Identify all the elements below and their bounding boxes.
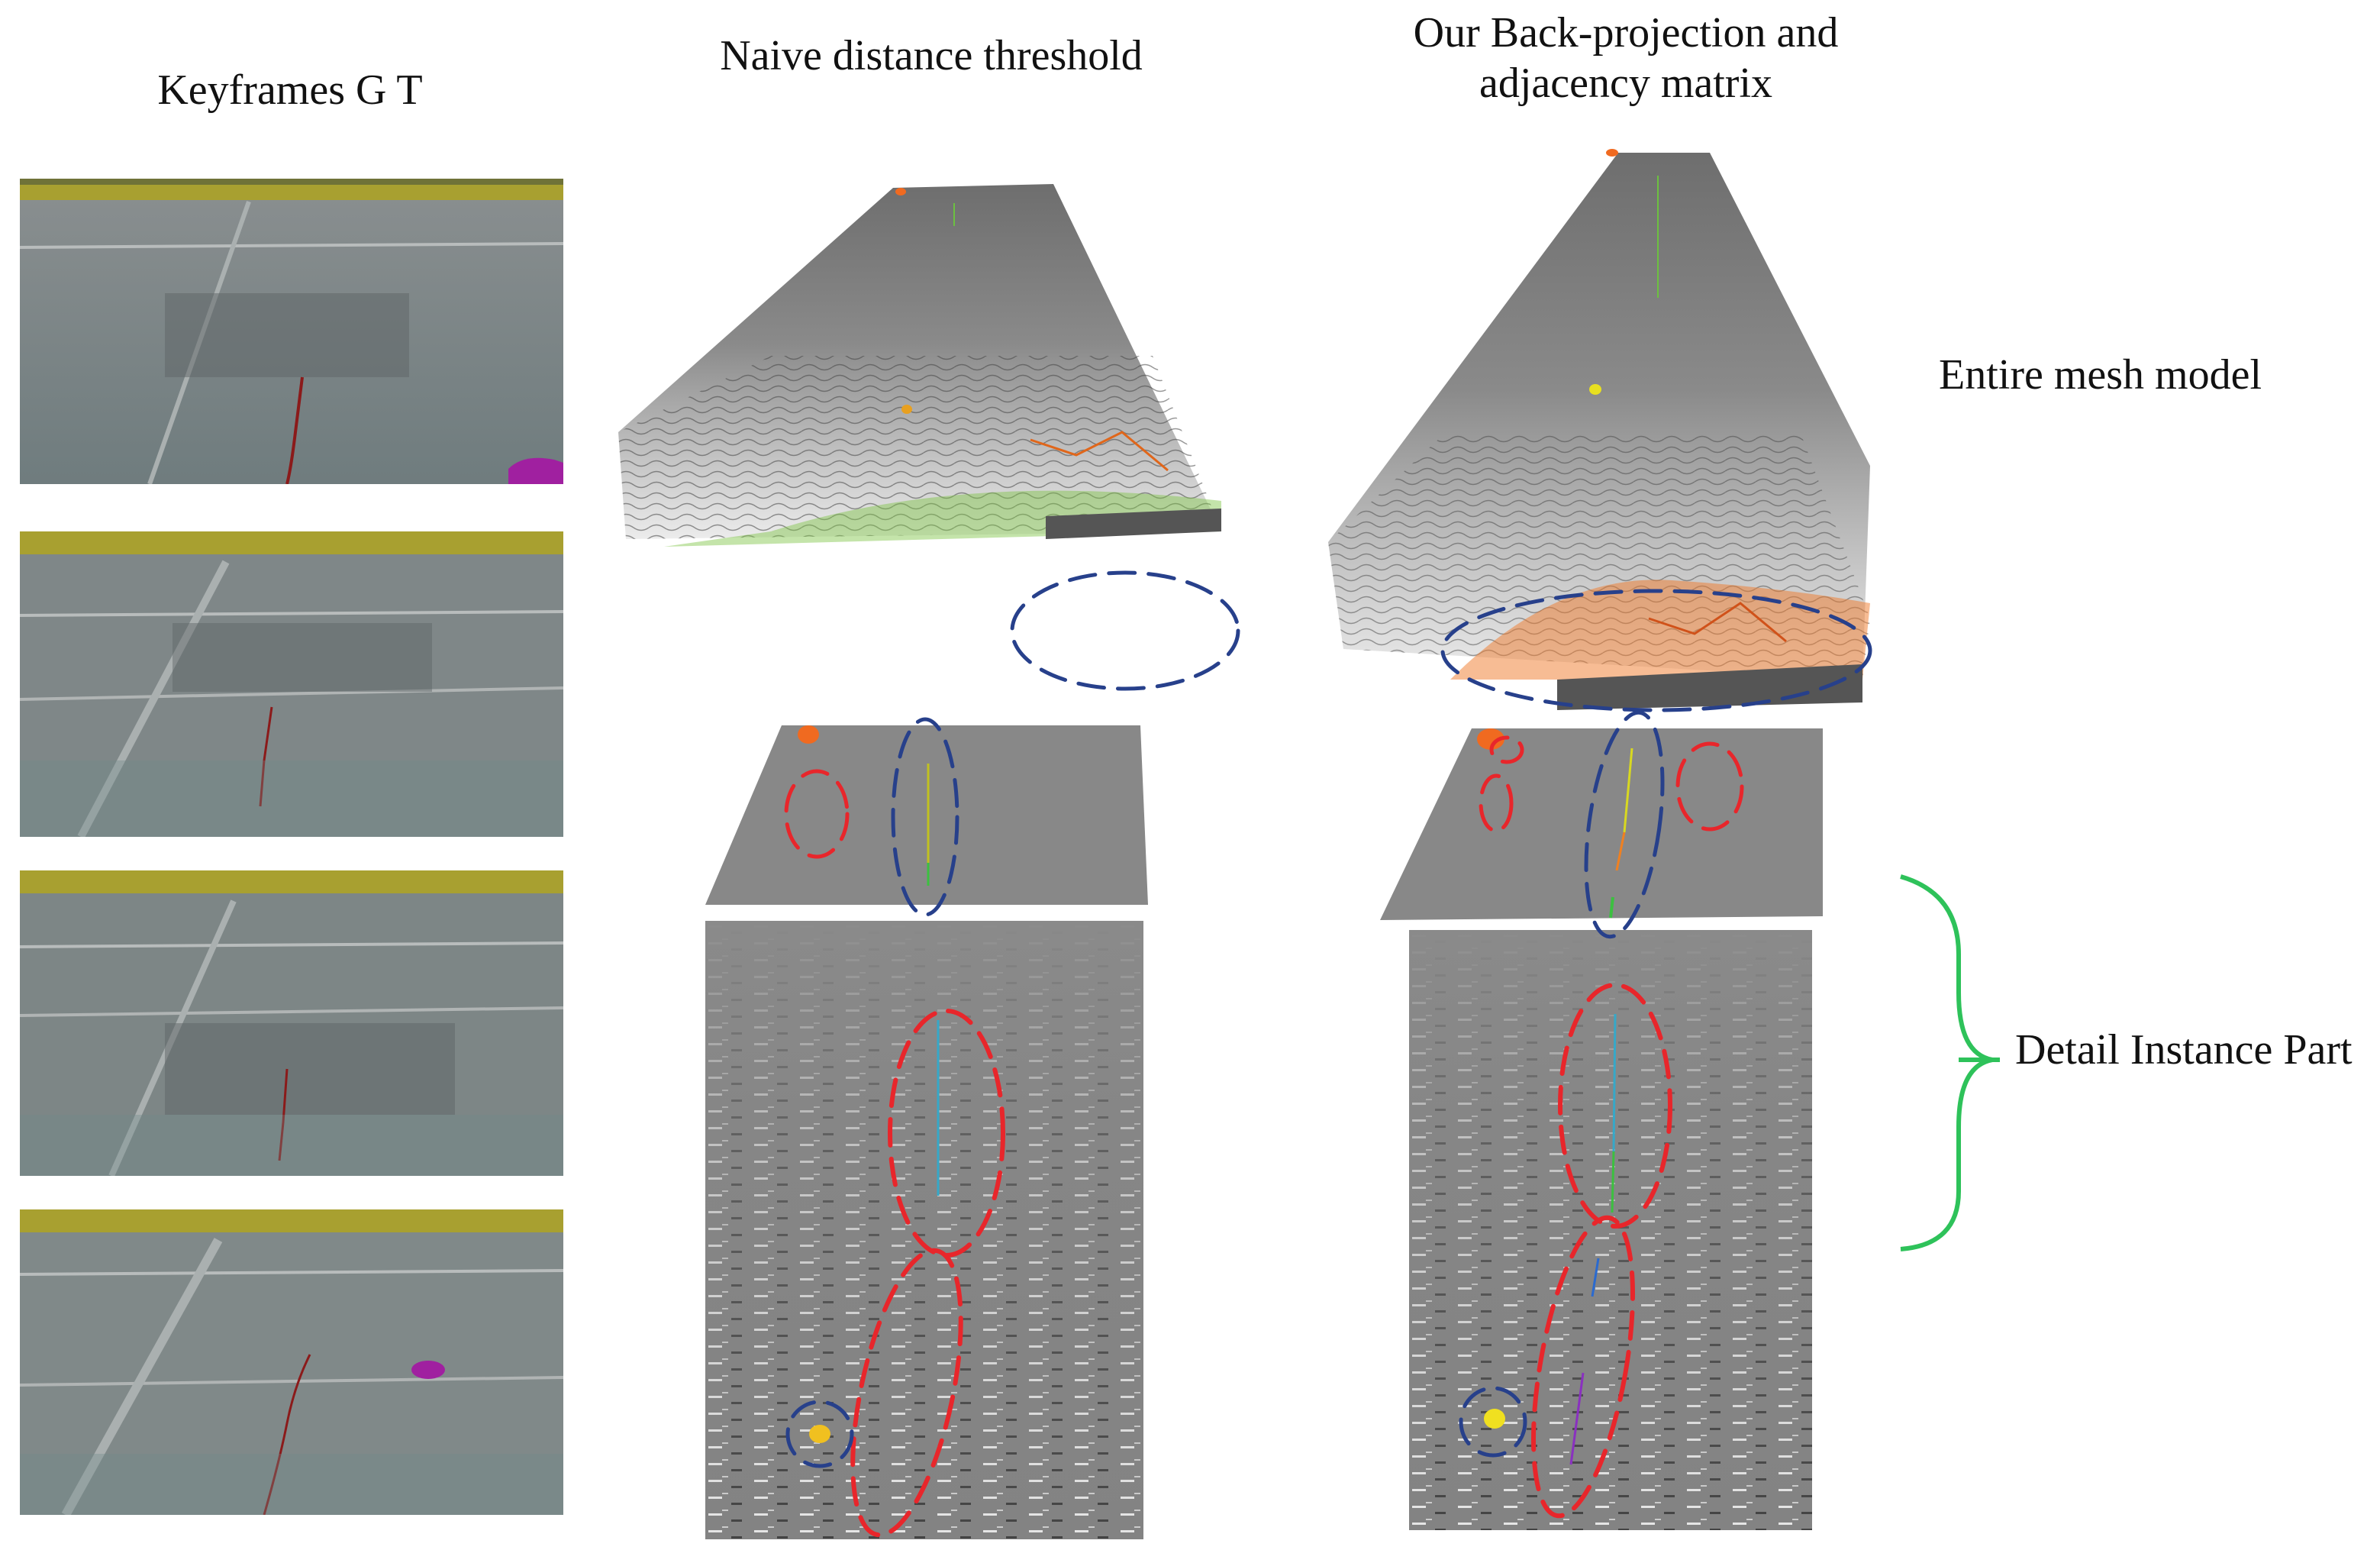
detail-instance-part-label: Detail Instance Part (2015, 1026, 2353, 1074)
ours-entire-mesh (1328, 145, 1878, 725)
keyframes-gt-title: Keyframes G T (157, 66, 423, 114)
keyframe-3 (20, 870, 563, 1176)
entire-mesh-model-label: Entire mesh model (1939, 351, 2262, 399)
detail-bracket (1900, 874, 1993, 1251)
naive-detail-panel (705, 921, 1143, 1539)
keyframe-4 (20, 1209, 563, 1515)
naive-distance-threshold-title: Naive distance threshold (720, 32, 1143, 79)
keyframe-2 (20, 531, 563, 837)
naive-entire-mesh (618, 180, 1229, 730)
ours-middle-strip (1380, 718, 1830, 924)
keyframe-1 (20, 179, 563, 484)
naive-middle-strip (705, 718, 1148, 909)
our-method-title: Our Back-projection and adjacency matrix (1413, 9, 1839, 107)
ours-detail-panel (1409, 930, 1812, 1530)
